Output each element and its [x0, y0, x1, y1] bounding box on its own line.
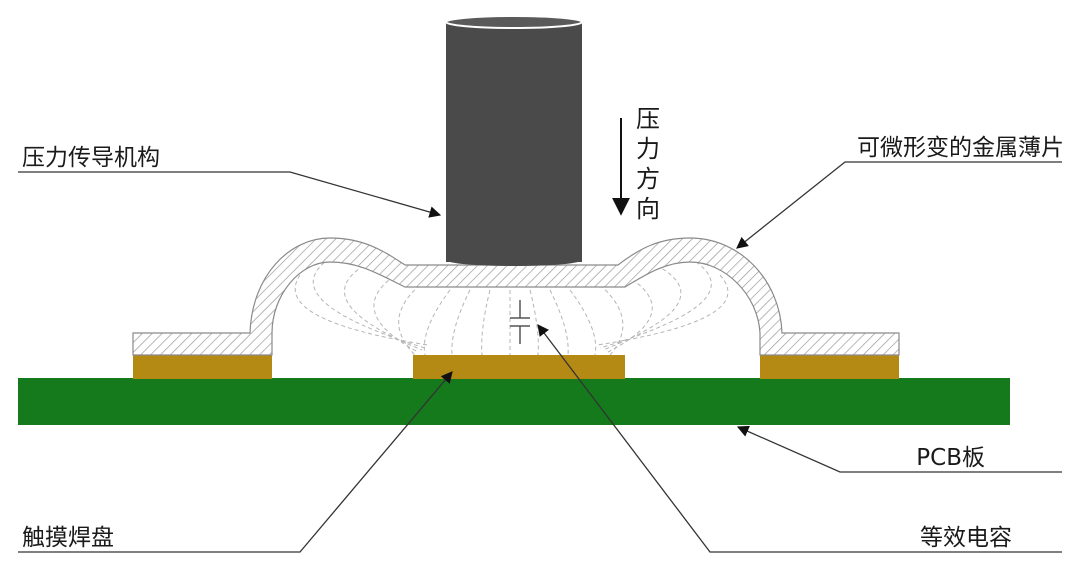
touch-pad: [413, 355, 625, 379]
pressure-direction-char-3: 方: [636, 165, 660, 193]
left-pad: [133, 355, 272, 379]
pcb-board: [18, 378, 1010, 425]
cylinder-body: [446, 22, 582, 262]
pressure-direction-label: 压 力 方 向: [636, 105, 660, 223]
leader-capacitance: [537, 324, 1062, 553]
leader-press-mechanism: [18, 171, 442, 218]
pressure-direction-char-1: 压: [636, 105, 660, 133]
leader-touch-pad: [18, 371, 453, 553]
label-metal-sheet: 可微形变的金属薄片: [857, 135, 1064, 161]
label-touch-pad: 触摸焊盘: [22, 525, 114, 551]
pressure-direction-char-2: 力: [636, 135, 660, 163]
label-press-mechanism: 压力传导机构: [22, 145, 160, 171]
cylinder-bottom: [446, 254, 582, 266]
metal-sheet: [132, 237, 900, 356]
cylinder-top: [445, 15, 583, 29]
right-pad: [760, 355, 899, 379]
field-lines: [294, 257, 729, 356]
label-pcb: PCB板: [916, 445, 985, 471]
leader-pcb: [736, 425, 1062, 473]
label-capacitance: 等效电容: [920, 525, 1012, 551]
capacitor-symbol: [510, 300, 530, 344]
leader-metal-sheet: [736, 161, 1062, 249]
pressure-direction-char-4: 向: [636, 195, 660, 223]
